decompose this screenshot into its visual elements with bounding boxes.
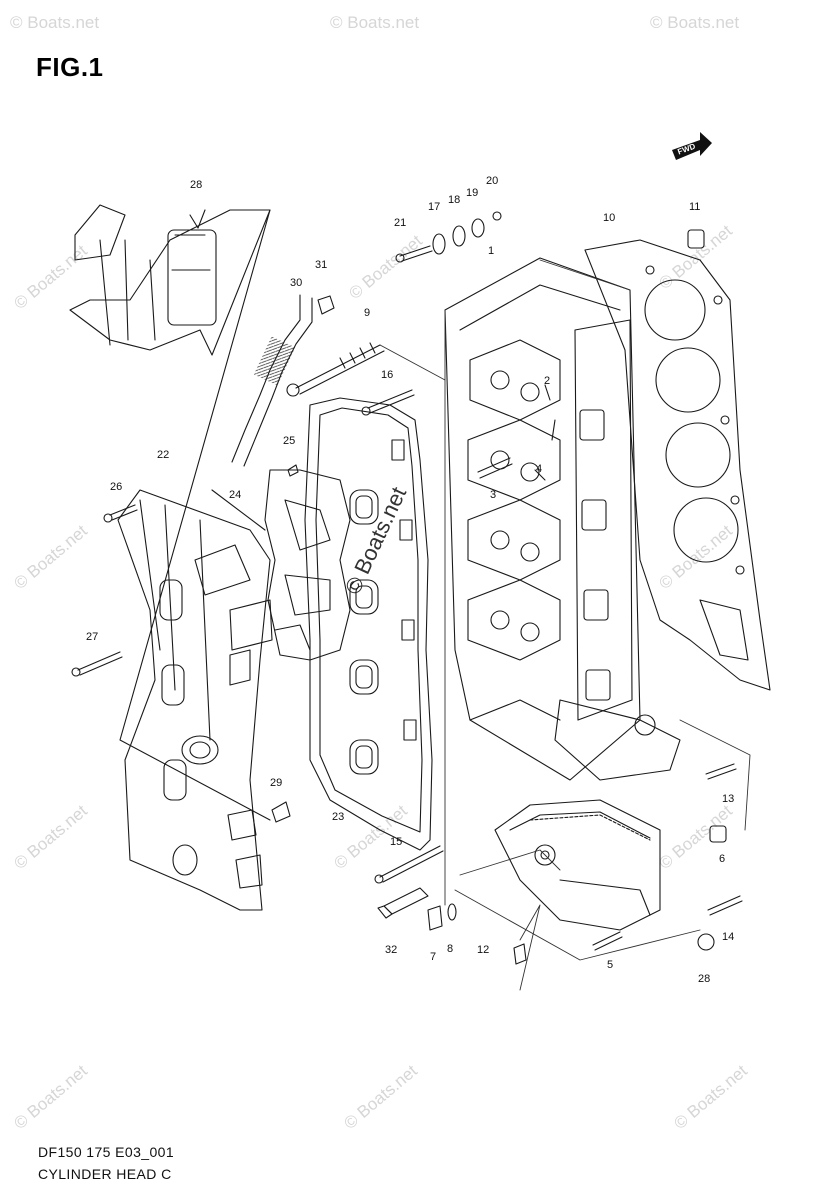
callout-17: 17 (428, 201, 440, 213)
callout-19: 19 (466, 187, 478, 199)
callout-3: 3 (490, 489, 496, 501)
callout-28-top: 28 (190, 179, 202, 191)
watermark: © Boats.net (10, 241, 91, 313)
manifold-panel-outline (119, 209, 271, 821)
watermark: © Boats.net (10, 1061, 91, 1133)
cam-housing-part (494, 799, 661, 931)
figure-title: FIG.1 (36, 52, 104, 82)
head-cover-part (304, 397, 433, 851)
callout-30: 30 (290, 277, 302, 289)
watermark-layer: © Boats.net © Boats.net © Boats.net © Bo… (10, 13, 751, 1133)
callout-2: 2 (544, 375, 550, 387)
sensor-washer-part (427, 903, 457, 931)
manifold-gasket-part (264, 469, 351, 661)
callout-16: 16 (381, 369, 393, 381)
watermark: © Boats.net (655, 221, 736, 293)
callout-20: 20 (486, 175, 498, 187)
watermark: © Boats.net (670, 1061, 751, 1133)
callout-26: 26 (110, 481, 122, 493)
callout-22: 22 (157, 449, 169, 461)
cover-bolt-part (361, 389, 415, 416)
callout-25: 25 (283, 435, 295, 447)
temperature-sensor-part (377, 887, 429, 919)
callout-9: 9 (364, 307, 370, 319)
callout-5: 5 (607, 959, 613, 971)
callout-14: 14 (722, 931, 734, 943)
callout-18: 18 (448, 194, 460, 206)
watermark: © Boats.net (10, 13, 99, 32)
callout-labels: 1 2 3 4 5 6 7 8 9 10 11 12 13 14 15 16 1… (86, 175, 734, 985)
callout-23: 23 (332, 811, 344, 823)
callout-21: 21 (394, 217, 406, 229)
watermark: © Boats.net (330, 13, 419, 32)
watermark: © Boats.net (10, 801, 91, 873)
callout-28-bottom: 28 (698, 973, 710, 985)
watermark: © Boats.net (345, 231, 426, 303)
callout-11: 11 (689, 201, 700, 213)
washer-set-part (395, 211, 502, 263)
dowel-pin-part (687, 229, 705, 249)
breather-hose-part (231, 294, 313, 467)
cylinder-head-part (444, 257, 681, 781)
watermark: © Boats.net (650, 13, 739, 32)
watermark: © Boats.net (10, 521, 91, 593)
callout-15: 15 (390, 836, 402, 848)
callout-13: 13 (722, 793, 734, 805)
callout-4: 4 (536, 463, 542, 475)
leader-lines (379, 259, 751, 991)
manifold-bolts-part (71, 464, 299, 823)
intake-manifold-part (117, 489, 273, 911)
callout-32: 32 (385, 944, 397, 956)
small-hardware-part (592, 763, 743, 951)
small-bolt-12-part (513, 943, 527, 965)
forward-arrow-icon: FWD (672, 132, 712, 160)
callout-31: 31 (315, 259, 327, 271)
callout-24: 24 (229, 489, 241, 501)
watermark: © Boats.net (340, 1061, 421, 1133)
center-watermark: © Boats.net (340, 483, 411, 598)
lower-bolt-part (374, 845, 444, 884)
callout-12: 12 (477, 944, 489, 956)
head-gasket-part (584, 239, 771, 691)
callout-27: 27 (86, 631, 98, 643)
long-bolt-part (286, 342, 385, 397)
callout-8: 8 (447, 943, 453, 955)
callout-1: 1 (488, 245, 494, 257)
diagram-code: DF150 175 E03_001 (38, 1144, 175, 1160)
head-bolts-part (477, 384, 556, 481)
callout-7: 7 (430, 951, 436, 963)
callout-6: 6 (719, 853, 725, 865)
callout-29: 29 (270, 777, 282, 789)
callout-10: 10 (603, 212, 615, 224)
diagram-name: CYLINDER HEAD C (38, 1166, 172, 1182)
coil-cover-part (69, 204, 271, 356)
hose-clip-part (317, 295, 335, 315)
